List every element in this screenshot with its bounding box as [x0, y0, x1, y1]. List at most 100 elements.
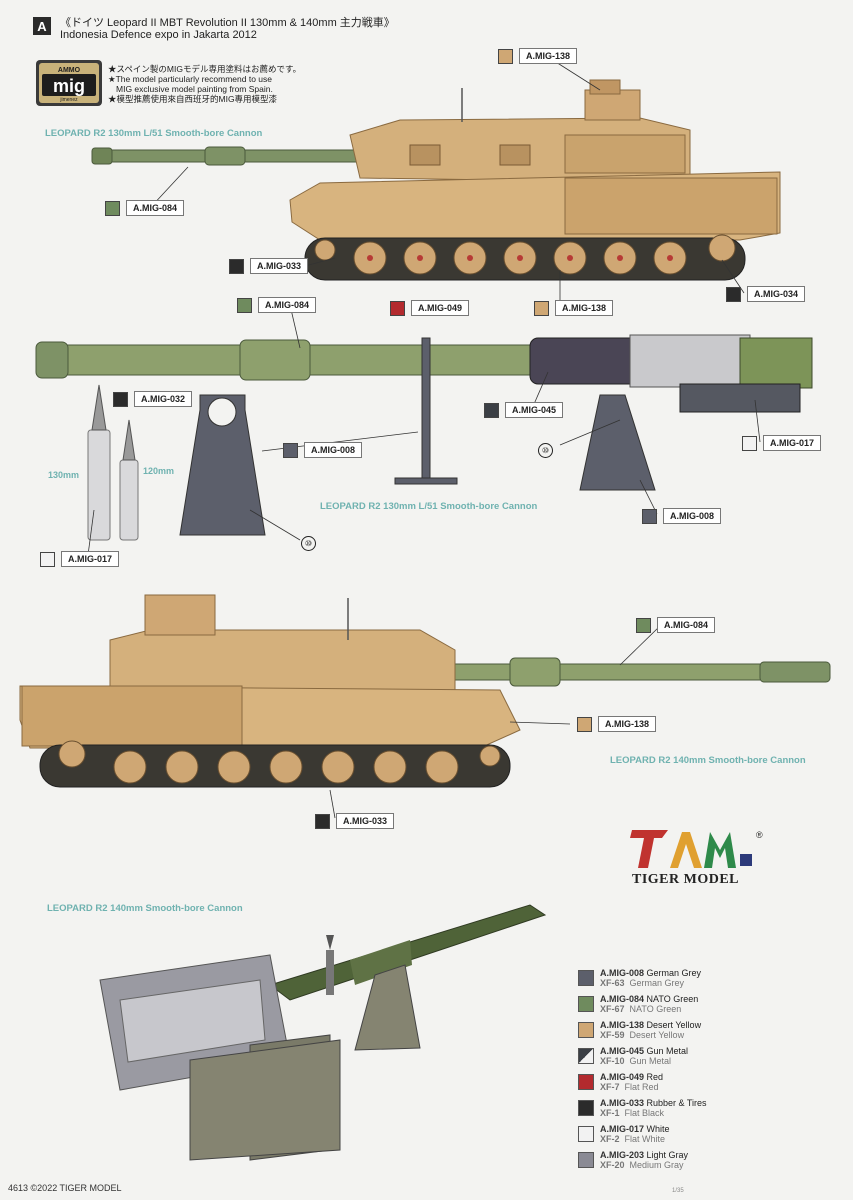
logo-jimenez-text: jimenez	[59, 97, 78, 103]
legend-swatch	[578, 1022, 594, 1038]
legend-swatch	[578, 1048, 594, 1064]
page-title: 《ドイツ Leopard II MBT Revolution II 130mm …	[60, 17, 395, 29]
callout-mig-032: A.MIG-032	[113, 391, 193, 407]
gun-140-illustration	[99, 904, 547, 1161]
swatch-nato-green	[636, 617, 651, 633]
callout-mig-084: A.MIG-084	[237, 297, 317, 313]
legend-alt-name: German Grey	[629, 978, 685, 988]
legend-code: A.MIG-033	[600, 1098, 645, 1108]
callout-mig-049: A.MIG-049	[390, 300, 470, 316]
callout-number-10: ⑩	[301, 536, 316, 551]
callout-mig-084: A.MIG-084	[105, 200, 185, 216]
callout-mig-138: A.MIG-138	[577, 716, 657, 732]
note-line: ★スペイン製のMIGモデル専用塗料はお薦めです。	[108, 64, 302, 74]
swatch-rubber-tires	[315, 813, 330, 829]
caption-gun-140: LEOPARD R2 140mm Smooth-bore Cannon	[47, 903, 243, 914]
tiger-model-logo: ®	[630, 828, 765, 890]
legend-alt-code: XF-10	[600, 1056, 625, 1066]
legend-alt-code: XF-59	[600, 1030, 625, 1040]
legend-code: A.MIG-045	[600, 1046, 645, 1056]
logo-mig-text: mig	[53, 76, 85, 96]
legend-alt-name: NATO Green	[629, 1004, 682, 1014]
paint-notes: ★スペイン製のMIGモデル専用塗料はお薦めです。 ★The model part…	[108, 64, 348, 104]
page-subtitle: Indonesia Defence expo in Jakarta 2012	[60, 29, 257, 41]
legend-alt-name: Desert Yellow	[629, 1030, 685, 1040]
product-code: 4613	[8, 1183, 29, 1193]
legend-swatch	[578, 1126, 594, 1142]
dim-120mm: 120mm	[143, 466, 175, 476]
callout-mig-033: A.MIG-033	[315, 813, 395, 829]
caption-gun-130: LEOPARD R2 130mm L/51 Smooth-bore Cannon	[320, 501, 538, 512]
swatch-german-grey	[283, 442, 298, 458]
callout-label: A.MIG-138	[598, 716, 657, 732]
legend-name: White	[646, 1124, 670, 1134]
caption-tank-140: LEOPARD R2 140mm Smooth-bore Cannon	[610, 755, 806, 766]
footer: 4613 ©2022 TIGER MODEL	[8, 1183, 122, 1193]
swatch-white	[742, 435, 757, 451]
legend-code: A.MIG-084	[600, 994, 645, 1004]
legend-code: A.MIG-017	[600, 1124, 645, 1134]
legend-swatch	[578, 1152, 594, 1168]
legend-name: NATO Green	[646, 994, 699, 1004]
callout-label: A.MIG-017	[763, 435, 822, 451]
callout-label: A.MIG-032	[134, 391, 193, 407]
legend-code: A.MIG-008	[600, 968, 645, 978]
legend-alt-code: XF-1	[600, 1108, 620, 1118]
callout-label: A.MIG-034	[747, 286, 806, 302]
callout-mig-034: A.MIG-034	[726, 286, 806, 302]
callout-label: A.MIG-033	[336, 813, 395, 829]
swatch-german-grey	[642, 508, 657, 524]
legend-swatch	[578, 996, 594, 1012]
caption-tank-130: LEOPARD R2 130mm L/51 Smooth-bore Cannon	[45, 128, 263, 139]
callout-label: A.MIG-008	[663, 508, 722, 524]
callout-label: A.MIG-084	[126, 200, 185, 216]
legend-alt-code: XF-2	[600, 1134, 620, 1144]
legend-code: A.MIG-049	[600, 1072, 645, 1082]
swatch-red	[390, 300, 405, 316]
callout-label: A.MIG-017	[61, 551, 120, 567]
callout-label: A.MIG-084	[657, 617, 716, 633]
swatch-rubber-tires	[229, 258, 244, 274]
legend-name: Light Gray	[646, 1150, 689, 1160]
tank-130-illustration	[91, 79, 781, 281]
logo-ammo-text: AMMO	[58, 67, 81, 74]
callout-mig-138: A.MIG-138	[498, 48, 578, 64]
legend-name: Gun Metal	[646, 1046, 689, 1056]
legend-alt-code: XF-63	[600, 978, 625, 988]
legend-swatch	[578, 1074, 594, 1090]
callout-mig-084: A.MIG-084	[636, 617, 716, 633]
swatch-gun-metal	[484, 402, 499, 418]
dim-130mm: 130mm	[48, 470, 80, 480]
legend-name: Red	[646, 1072, 664, 1082]
swatch-desert-yellow	[498, 48, 513, 64]
brand-name: TIGER MODEL	[632, 872, 740, 887]
note-line: ★模型推薦使用來自西班牙的MIG專用模型漆	[108, 94, 278, 104]
callout-mig-008: A.MIG-008	[283, 442, 363, 458]
legend-alt-code: XF-7	[600, 1082, 620, 1092]
legend-code: A.MIG-138	[600, 1020, 645, 1030]
legend-name: German Grey	[646, 968, 702, 978]
page-scale: 1/35	[672, 1188, 684, 1194]
legend-alt-name: Flat Red	[624, 1082, 659, 1092]
legend-alt-code: XF-67	[600, 1004, 625, 1014]
legend-code: A.MIG-203	[600, 1150, 645, 1160]
legend-alt-name: Medium Gray	[629, 1160, 684, 1170]
callout-label: A.MIG-008	[304, 442, 363, 458]
section-letter: A	[33, 17, 51, 35]
registered-mark: ®	[756, 830, 763, 840]
legend-alt-name: Flat White	[624, 1134, 666, 1144]
swatch-desert-yellow	[534, 300, 549, 316]
legend-alt-name: Flat Black	[624, 1108, 665, 1118]
ammo-mig-logo: AMMO mig jimenez	[36, 60, 102, 106]
legend-swatch	[578, 970, 594, 986]
